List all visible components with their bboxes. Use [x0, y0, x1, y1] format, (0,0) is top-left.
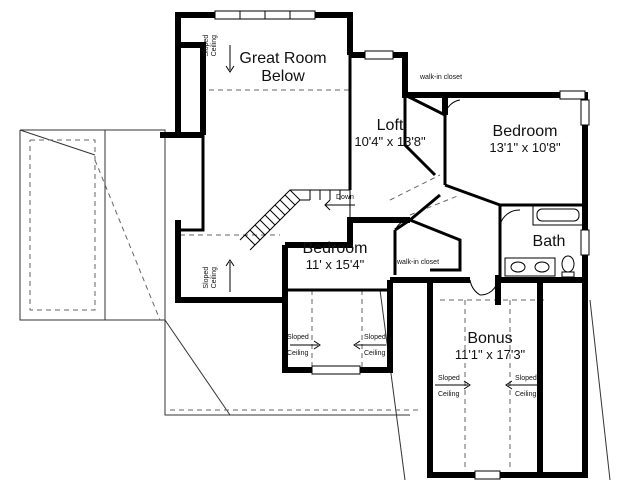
sloped-text: Sloped [515, 375, 537, 382]
roof-outline [19, 129, 611, 481]
sloped-ceiling-note-bedroom-left: Sloped Ceiling [287, 334, 309, 357]
sloped-ceiling-note-bedroom-right: Sloped Ceiling [364, 334, 386, 357]
interior-walls [180, 55, 585, 292]
stair [239, 189, 355, 251]
sloped-text: Sloped [438, 375, 460, 382]
sloped-ceiling-note-great-room: Sloped Ceiling [203, 35, 218, 57]
great-room-label: Great Room Below [228, 50, 338, 87]
bonus-size: 11'1" x 17'3" [454, 347, 526, 363]
loft-name: Loft [376, 117, 404, 134]
ceiling-text: Ceiling [210, 34, 218, 57]
sloped-text: Sloped [203, 34, 211, 57]
sloped-text: Sloped [287, 334, 309, 341]
bonus-name: Bonus [467, 330, 513, 347]
bedroom-ne-label: Bedroom 13'1" x 10'8" [475, 123, 575, 156]
down-label: Down [336, 194, 354, 201]
windows [214, 10, 590, 480]
bedroom-sw-name: Bedroom [302, 240, 368, 257]
ceiling-text: Ceiling [364, 349, 386, 357]
bonus-label: Bonus 11'1" x 17'3" [440, 330, 540, 363]
bath-label: Bath [527, 233, 571, 251]
bath-fixtures [504, 204, 584, 278]
bedroom-sw-size: 11' x 15'4" [305, 257, 365, 273]
bedroom-ne-size: 13'1" x 10'8" [489, 140, 561, 156]
ceiling-text: Ceiling [438, 390, 460, 398]
walk-in-closet-label-1: walk-in closet [420, 74, 463, 81]
sloped-text: Sloped [364, 334, 386, 341]
loft-size: 10'4" x 13'8" [354, 134, 426, 150]
bedroom-sw-label: Bedroom 11' x 15'4" [290, 240, 380, 273]
sloped-ceiling-note-stair: Sloped Ceiling [203, 267, 218, 289]
walk-in-closet-label-2: walk-in closet [397, 259, 440, 266]
ceiling-text: Ceiling [287, 349, 309, 357]
sloped-ceiling-note-bonus-right: Sloped Ceiling [515, 375, 537, 398]
slope-arrows [225, 45, 540, 390]
sloped-text: Sloped [203, 266, 211, 289]
ceiling-text: Ceiling [515, 390, 537, 398]
door-swings [394, 99, 521, 296]
bedroom-ne-name: Bedroom [492, 123, 558, 140]
great-room-line2: Below [261, 68, 305, 86]
sloped-ceiling-note-bonus-left: Sloped Ceiling [438, 375, 460, 398]
ceiling-text: Ceiling [210, 266, 218, 289]
great-room-line1: Great Room [239, 50, 327, 67]
loft-label: Loft 10'4" x 13'8" [345, 117, 435, 150]
bath-name: Bath [532, 233, 566, 250]
